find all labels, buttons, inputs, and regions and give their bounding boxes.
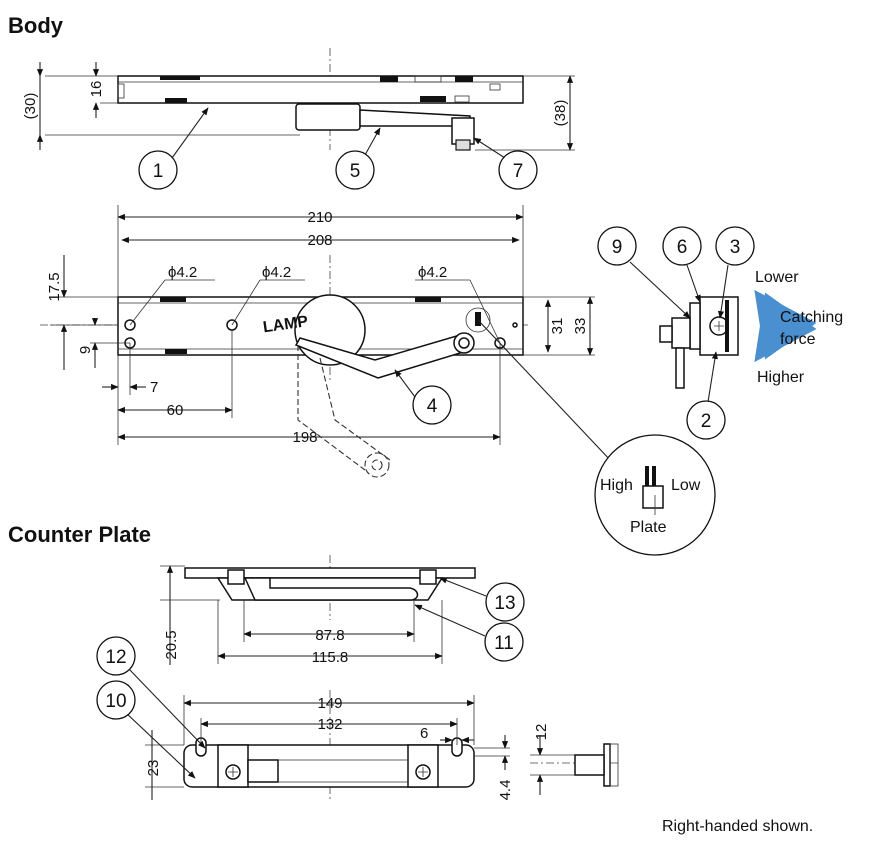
handedness-note: Right-handed shown. xyxy=(662,818,813,835)
counter-plate-side-view xyxy=(530,735,620,795)
callout-7 xyxy=(473,137,538,190)
callout-2-label: 2 xyxy=(701,411,712,432)
callout-7-label: 7 xyxy=(513,161,524,182)
dim-33: 33 xyxy=(572,318,589,335)
section-title-body: Body xyxy=(8,13,64,38)
dim-23: 23 xyxy=(145,760,162,777)
dim-38: (38) xyxy=(552,100,569,127)
callout-3-label: 3 xyxy=(730,237,741,258)
dim-210: 210 xyxy=(307,209,332,226)
label-force: force xyxy=(780,331,816,348)
section-title-counter-plate: Counter Plate xyxy=(8,522,151,547)
callout-2 xyxy=(686,351,726,440)
callout-11 xyxy=(414,604,524,662)
label-catching: Catching xyxy=(780,309,843,326)
callout-5 xyxy=(335,127,381,190)
dim-phi-2: ϕ4.2 xyxy=(262,264,291,281)
body-front-view xyxy=(40,255,530,478)
dim-7: 7 xyxy=(150,379,158,396)
label-higher: Higher xyxy=(757,369,805,386)
dim-9: 9 xyxy=(77,346,94,354)
dim-198: 198 xyxy=(292,429,317,446)
dim-12: 12 xyxy=(533,724,550,741)
catching-force-arrow xyxy=(754,289,817,363)
callout-12-label: 12 xyxy=(105,647,126,668)
dim-6: 6 xyxy=(420,725,428,742)
callout-6 xyxy=(662,226,702,303)
dim-149: 149 xyxy=(317,695,342,712)
callout-10-label: 10 xyxy=(105,691,126,712)
callout-1 xyxy=(138,107,209,190)
dim-115-8: 115.8 xyxy=(312,649,348,666)
dim-30: (30) xyxy=(22,93,39,120)
lamp-logo: LAMP xyxy=(262,313,310,336)
label-lower: Lower xyxy=(755,269,799,286)
counter-plate-top-view xyxy=(160,555,476,665)
callout-4-label: 4 xyxy=(427,396,438,417)
callout-9 xyxy=(597,226,691,319)
dim-phi-1: ϕ4.2 xyxy=(168,264,197,281)
callout-1-label: 1 xyxy=(153,161,164,182)
counter-plate-front-view xyxy=(145,690,510,800)
callout-6-label: 6 xyxy=(677,237,688,258)
callout-13 xyxy=(439,577,525,622)
callout-4 xyxy=(394,369,452,425)
body-top-view xyxy=(36,48,575,151)
side-view xyxy=(659,296,739,389)
callout-5-label: 5 xyxy=(350,161,361,182)
callout-9-label: 9 xyxy=(612,237,623,258)
dim-132: 132 xyxy=(317,716,342,733)
detail-plate: Plate xyxy=(630,519,667,536)
callout-3 xyxy=(715,226,755,319)
dim-16: 16 xyxy=(88,81,105,98)
dim-87-8: 87.8 xyxy=(315,627,344,644)
body-front-dims xyxy=(50,205,595,445)
dim-208: 208 xyxy=(307,232,332,249)
callout-13-label: 13 xyxy=(494,593,515,614)
callout-11-label: 11 xyxy=(494,633,514,654)
callout-10 xyxy=(96,680,196,779)
dim-20-5: 20.5 xyxy=(163,630,180,659)
callout-12 xyxy=(96,636,206,749)
dim-17-5: 17.5 xyxy=(46,272,63,301)
adjuster-detail xyxy=(477,319,716,556)
dim-phi-3: ϕ4.2 xyxy=(418,264,447,281)
detail-high: High xyxy=(600,477,633,494)
detail-low: Low xyxy=(671,477,701,494)
dim-31: 31 xyxy=(549,318,566,335)
dim-60: 60 xyxy=(167,402,184,419)
dim-4-4: 4.4 xyxy=(497,780,514,801)
